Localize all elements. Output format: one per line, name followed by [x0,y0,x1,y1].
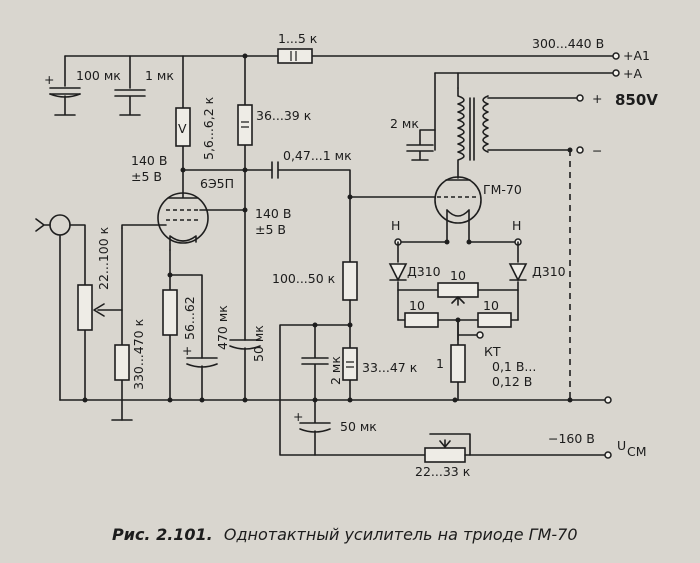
coupling-capacitor [271,161,351,263]
capacitor-1mk [114,55,146,116]
label-50mk-a: 50 мк [251,325,266,362]
label-tube1: 6Э5П [200,176,234,191]
label-22-33k: 22...33 к [415,464,471,479]
label-r-top: 1...5 к [278,31,318,46]
terminal-ucm [604,451,612,459]
label-140v-b: 140 В [255,206,291,221]
resistor-top [277,48,313,64]
label-a: +A [623,66,642,81]
label-tube2: ГМ-70 [483,182,522,197]
terminal-out-plus [576,94,584,102]
label-10-top: 10 [450,268,466,283]
potentiometer-input [77,227,123,401]
resistor-anode-v [175,55,191,171]
capacitor-2mk-grid [301,322,329,401]
label-160v: −160 В [548,431,595,446]
label-2mk-out: 2 мк [390,116,419,131]
label-56-62: 56...62 [182,296,197,340]
caption-number: Рис. 2.101. [112,525,213,544]
label-047-1mk: 0,47...1 мк [283,148,352,163]
label-kt: КТ [484,344,501,359]
input-jack [35,214,86,401]
label-h2: Н [512,218,521,233]
label-36k: 36...39 к [256,108,312,123]
resistor-100-50k [342,261,358,401]
label-1mk: 1 мк [145,68,174,83]
capacitor-100mk [49,55,81,116]
resistor-1 [450,319,484,401]
label-c470-plus: + [182,343,192,358]
resistor-330k [111,309,133,421]
label-kt-v2: 0,12 В [492,374,532,389]
terminal-ground [604,396,612,404]
label-v-mark: V [178,121,187,136]
tube-6e5p [157,169,246,251]
node [242,53,248,59]
label-c50b-plus: + [293,409,303,424]
terminal-out-minus [576,146,584,154]
label-100mk: 100 мк [76,68,121,83]
label-h1: Н [391,218,400,233]
output-transformer [457,72,579,179]
label-d310-left: Д310 [407,264,441,279]
resistor-33-47k [342,347,358,381]
diode-d310-left [388,241,408,321]
diode-d310-right [508,241,528,321]
label-100-50k: 100...50 к [272,271,336,286]
capacitor-470mk [186,357,218,401]
label-2mk-grid: 2 мк [328,356,343,385]
label-a1: +A1 [623,48,650,63]
wire-grid [121,224,167,229]
label-ucm: U [617,438,626,453]
label-10-right: 10 [483,298,499,313]
label-5v-b: ±5 В [255,222,286,237]
svg-text:Рис. 2.101. Однотактный ус: Рис. 2.101. Однотактный усилитель на три… [112,525,578,544]
potentiometer-balance [397,282,519,306]
label-330-470k: 330...470 к [131,318,146,390]
ground-nodes [82,397,573,403]
label-140v-a: 140 В [131,153,167,168]
label-c1-plus: + [44,72,54,87]
terminal-a [612,69,620,77]
label-d310-right: Д310 [532,264,566,279]
label-5v-a: ±5 В [131,169,162,184]
label-1: 1 [436,356,444,371]
tube-gm70 [397,176,519,243]
annotation-850v: 850V [615,91,658,109]
resistor-10-right [457,312,519,328]
label-5-6k: 5,6...6,2 к [201,96,216,160]
label-out-plus: + [592,91,602,106]
label-ucm-sub: СМ [627,444,647,459]
terminal-a1 [612,52,620,60]
label-470mk: 470 мк [215,305,230,350]
capacitor-50mk-b [299,399,331,456]
potentiometer-bias [424,433,606,463]
label-33-47k: 33...47 к [362,360,418,375]
label-10-left: 10 [409,298,425,313]
label-kt-v1: 0,1 В... [492,359,536,374]
caption-text: Однотактный усилитель на триоде ГМ-70 [224,525,578,544]
resistor-cathode [162,249,203,401]
label-out-minus: − [592,143,602,158]
label-50mk-b: 50 мк [340,419,377,434]
capacitor-50mk-a [229,339,261,401]
label-22-100k: 22...100 к [96,226,111,290]
capacitor-2mk-out [406,129,436,161]
label-300-440v: 300...440 В [532,36,604,51]
resistor-36k [237,55,253,341]
